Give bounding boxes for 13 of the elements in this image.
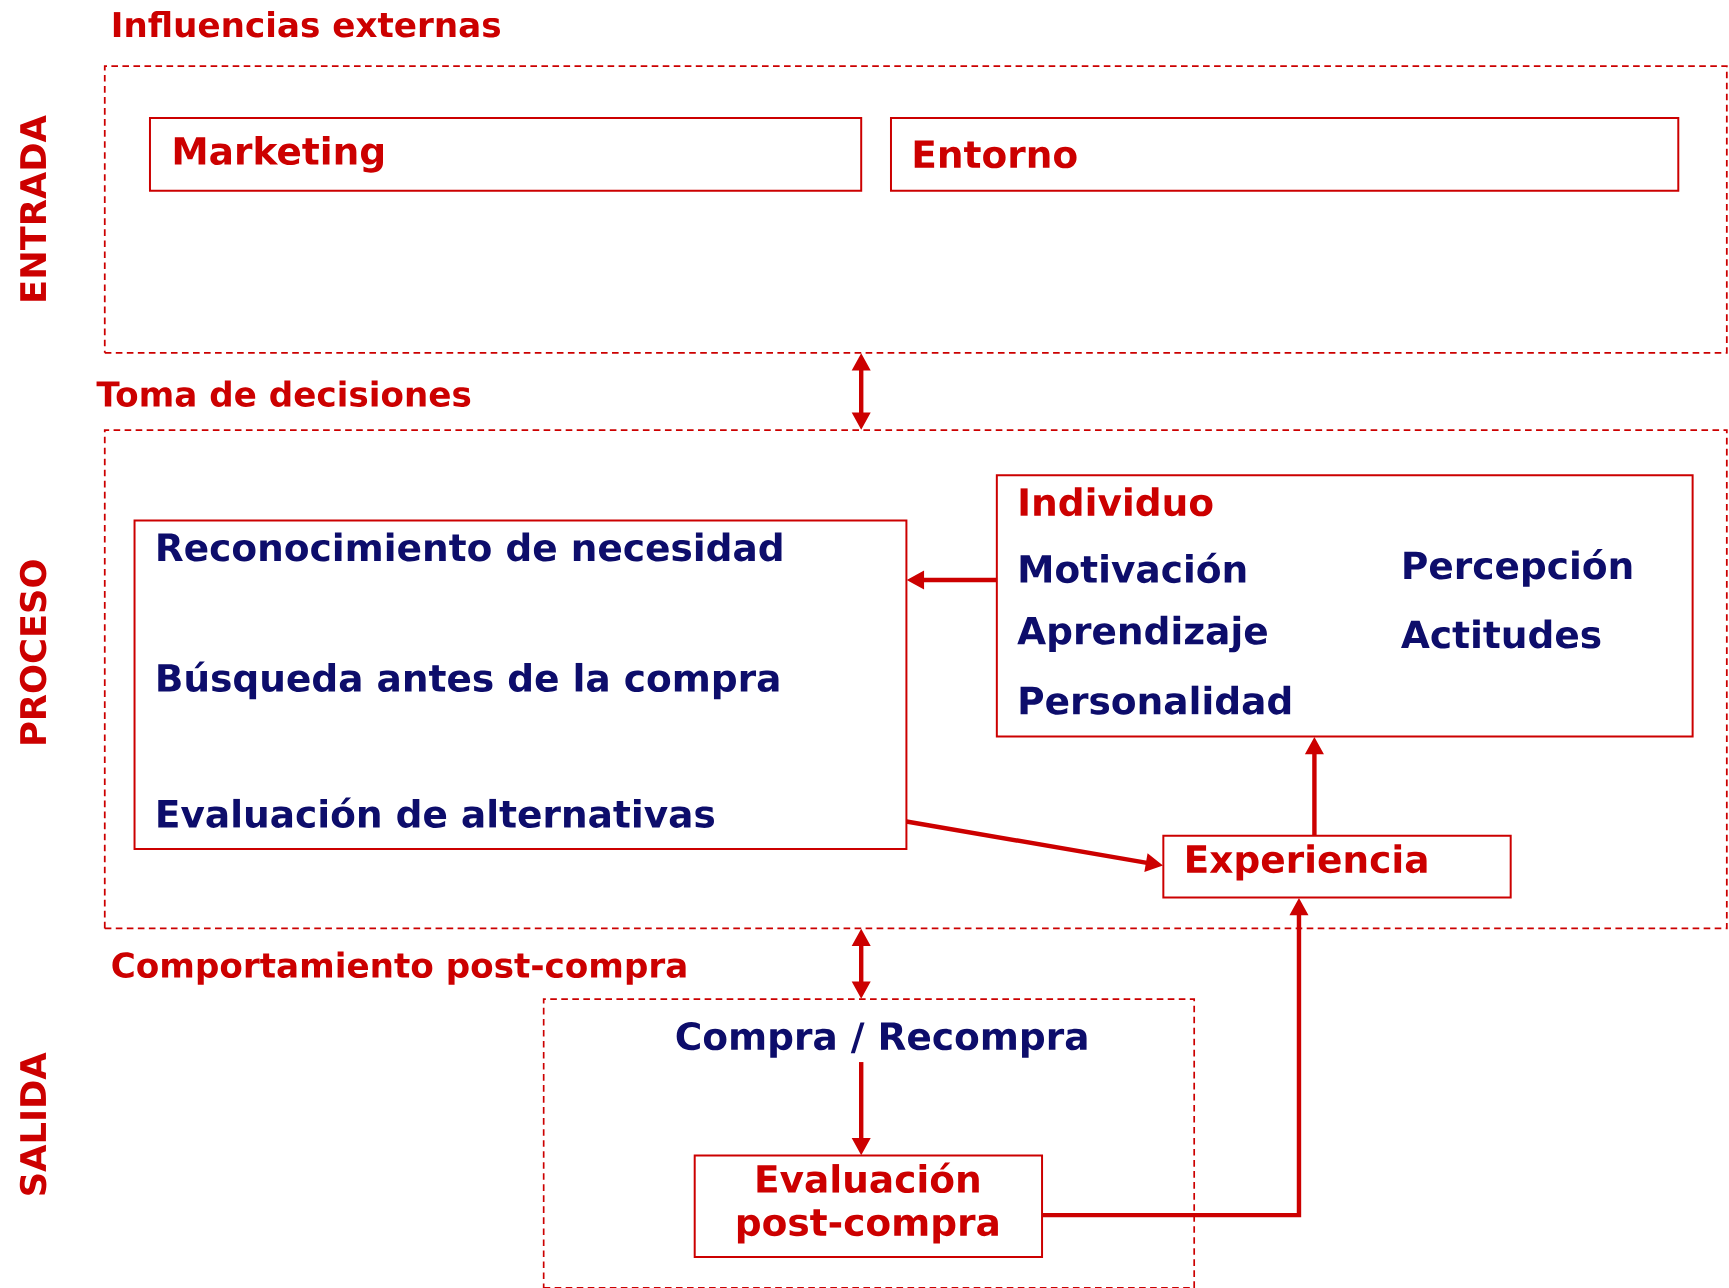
node-label: Influencias externas bbox=[113, 11, 500, 38]
influence-box: Marketing bbox=[149, 117, 863, 192]
process-text: Compra / Recompra bbox=[676, 1022, 1087, 1058]
side-label: ENTRADA bbox=[20, 115, 46, 301]
node-label: Comportamiento post-compra bbox=[112, 951, 686, 985]
side-label: PROCESO bbox=[19, 560, 47, 744]
influence-box: Entorno bbox=[890, 117, 1680, 192]
node-label: Toma de decisiones bbox=[96, 380, 471, 407]
stage-box: Reconocimiento de necesidad Búsqueda antes de la compra Evaluación de alternativas bbox=[133, 519, 908, 851]
evaluation-box: Evaluación post-compra bbox=[693, 1154, 1044, 1259]
side-label: SALIDA bbox=[19, 1052, 47, 1195]
experience-box: Experiencia bbox=[1162, 834, 1512, 899]
factor-box: Individuo Motivación Percepción Aprendizaje Actitudes Personalidad bbox=[995, 474, 1694, 738]
